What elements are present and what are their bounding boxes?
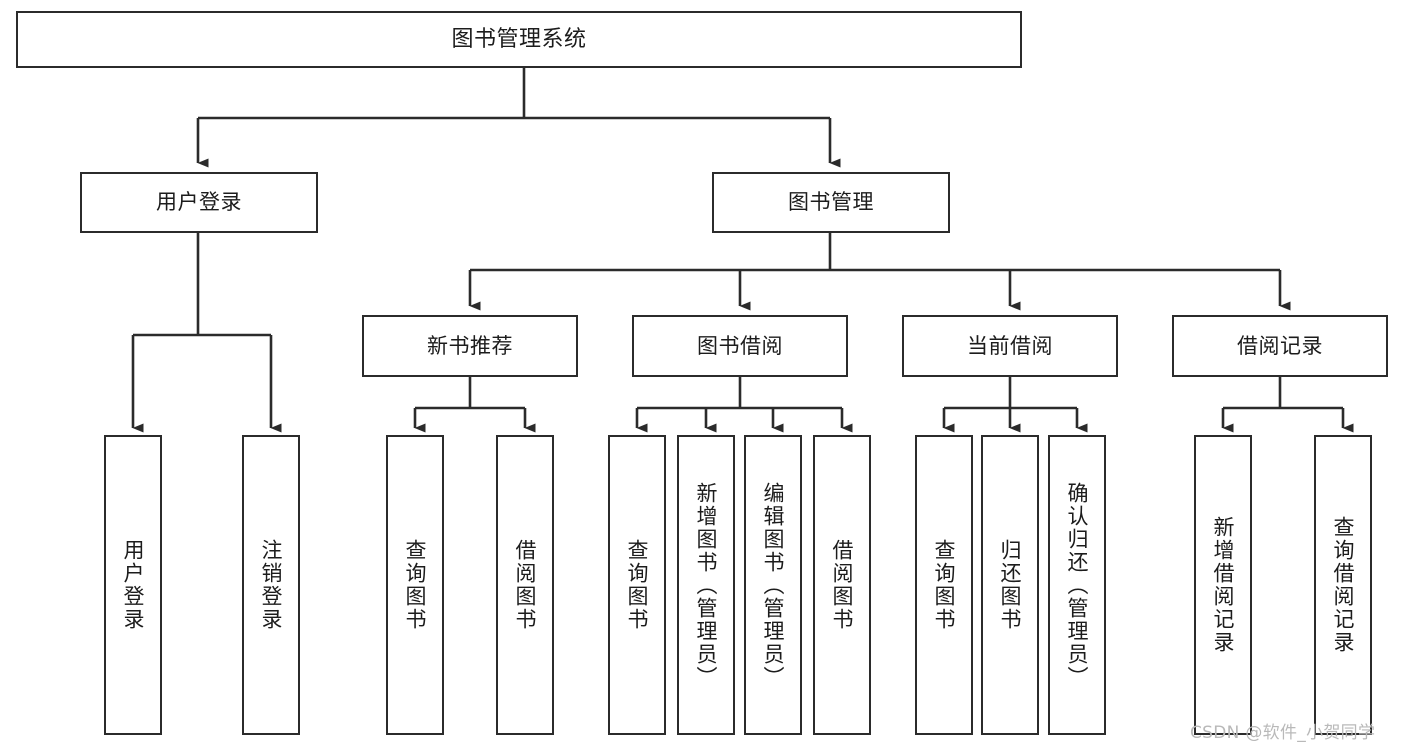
node-leaf-return-book[interactable]: 归还图书: [981, 435, 1039, 735]
node-label: 借阅图书: [513, 539, 538, 631]
node-leaf-add-book[interactable]: 新增图书（管理员）: [677, 435, 735, 735]
node-label: 新书推荐: [427, 333, 513, 358]
node-label: 注销登录: [259, 539, 284, 631]
node-root-system[interactable]: 图书管理系统: [16, 11, 1022, 68]
node-leaf-query-record[interactable]: 查询借阅记录: [1314, 435, 1372, 735]
node-label: 当前借阅: [967, 333, 1053, 358]
node-leaf-query-book-1[interactable]: 查询图书: [386, 435, 444, 735]
node-leaf-confirm-return[interactable]: 确认归还（管理员）: [1048, 435, 1106, 735]
node-label: 新增借阅记录: [1211, 516, 1236, 654]
node-label: 图书管理系统: [451, 26, 587, 52]
node-label: 确认归还（管理员）: [1065, 481, 1090, 689]
node-borrow-record[interactable]: 借阅记录: [1172, 315, 1388, 377]
node-new-book-recommend[interactable]: 新书推荐: [362, 315, 578, 377]
node-leaf-query-book-2[interactable]: 查询图书: [608, 435, 666, 735]
node-leaf-logout-login[interactable]: 注销登录: [242, 435, 300, 735]
node-book-borrow[interactable]: 图书借阅: [632, 315, 848, 377]
node-label: 查询借阅记录: [1331, 516, 1356, 654]
node-label: 用户登录: [156, 190, 242, 215]
node-label: 查询图书: [403, 539, 428, 631]
node-label: 用户登录: [121, 539, 146, 631]
node-label: 借阅记录: [1237, 333, 1323, 358]
node-label: 借阅图书: [830, 539, 855, 631]
node-label: 图书管理: [788, 190, 874, 215]
node-leaf-user-login[interactable]: 用户登录: [104, 435, 162, 735]
node-label: 查询图书: [625, 539, 650, 631]
node-label: 归还图书: [998, 539, 1023, 631]
node-user-login[interactable]: 用户登录: [80, 172, 318, 233]
node-book-manage[interactable]: 图书管理: [712, 172, 950, 233]
node-leaf-add-record[interactable]: 新增借阅记录: [1194, 435, 1252, 735]
node-label: 图书借阅: [697, 333, 783, 358]
node-label: 新增图书（管理员）: [694, 481, 719, 689]
node-leaf-borrow-book-2[interactable]: 借阅图书: [813, 435, 871, 735]
node-leaf-borrow-book-1[interactable]: 借阅图书: [496, 435, 554, 735]
node-leaf-edit-book[interactable]: 编辑图书（管理员）: [744, 435, 802, 735]
csdn-watermark: CSDN @软件_小贺同学: [1190, 723, 1376, 743]
node-label: 编辑图书（管理员）: [761, 481, 786, 689]
node-current-borrow[interactable]: 当前借阅: [902, 315, 1118, 377]
node-label: 查询图书: [932, 539, 957, 631]
node-leaf-query-book-3[interactable]: 查询图书: [915, 435, 973, 735]
